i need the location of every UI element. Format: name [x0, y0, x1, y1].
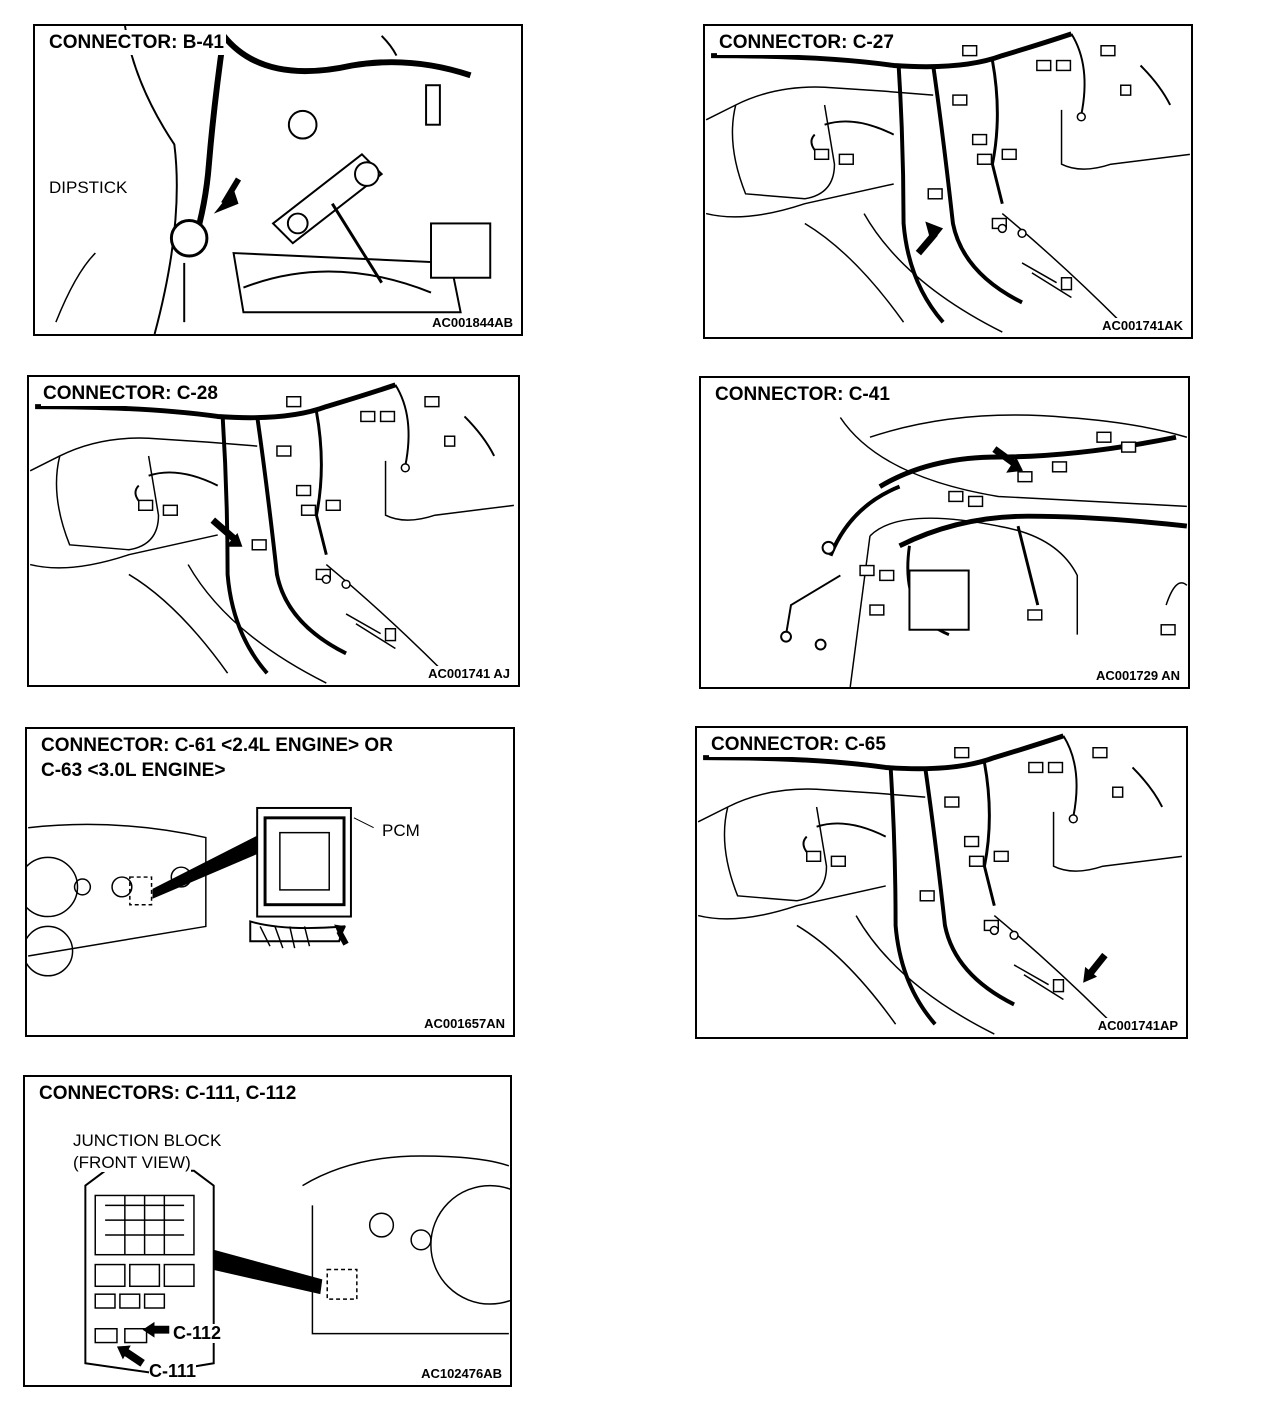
- figure-code: AC001741AP: [1095, 1018, 1180, 1033]
- panel-title-line2: C-63 <3.0L ENGINE>: [39, 758, 228, 783]
- junction-block-label: JUNCTION BLOCK: [73, 1131, 222, 1150]
- panel-connector-c65: CONNECTOR: C-65 AC001741AP: [695, 726, 1188, 1039]
- panel-connector-c28: CONNECTOR: C-28 AC001741 AJ: [27, 375, 520, 687]
- panel-title: CONNECTOR: B-41: [47, 30, 226, 55]
- figure-code: AC001729 AN: [1093, 668, 1182, 683]
- dash-harness-illustration: [697, 728, 1186, 1037]
- c112-label: C-112: [173, 1323, 222, 1343]
- panel-title-line1: CONNECTOR: C-61 <2.4L ENGINE> OR: [39, 733, 395, 758]
- panel-connector-b41: CONNECTOR: B-41 DIPSTICK AC001844AB: [33, 24, 523, 336]
- dash-harness-illustration: [29, 377, 518, 685]
- dash-harness-illustration: [780, 414, 1188, 687]
- pcm-location-illustration: [27, 806, 374, 977]
- panel-title: CONNECTOR: C-65: [709, 732, 888, 757]
- figure-code: AC102476AB: [419, 1366, 504, 1381]
- figure-code: AC001657AN: [422, 1016, 507, 1031]
- panel-connector-c61-c63: CONNECTOR: C-61 <2.4L ENGINE> OR C-63 <3…: [25, 727, 515, 1037]
- panel-title: CONNECTOR: C-27: [717, 30, 896, 55]
- front-view-label: (FRONT VIEW): [73, 1153, 191, 1172]
- panel-title: CONNECTORS: C-111, C-112: [37, 1081, 299, 1106]
- figure-code: AC001844AB: [430, 315, 515, 330]
- dipstick-label: DIPSTICK: [49, 178, 128, 197]
- panel-title: CONNECTOR: C-41: [713, 382, 892, 407]
- figure-code: AC001741 AJ: [426, 666, 512, 681]
- panel-title: CONNECTOR: C-28: [41, 381, 220, 406]
- engine-compartment-illustration: [55, 26, 492, 334]
- panel-connector-c41: CONNECTOR: C-41 AC001729 AN: [699, 376, 1190, 689]
- pcm-label: PCM: [382, 821, 420, 840]
- c111-label: C-111: [149, 1361, 197, 1381]
- panel-connectors-c111-c112: CONNECTORS: C-111, C-112 JUNCTION BLOCK …: [23, 1075, 512, 1387]
- panel-connector-c27: CONNECTOR: C-27 AC001741AK: [703, 24, 1193, 339]
- figure-code: AC001741AK: [1100, 318, 1185, 333]
- dash-harness-illustration: [705, 26, 1191, 337]
- junction-block-illustration: [84, 1155, 510, 1375]
